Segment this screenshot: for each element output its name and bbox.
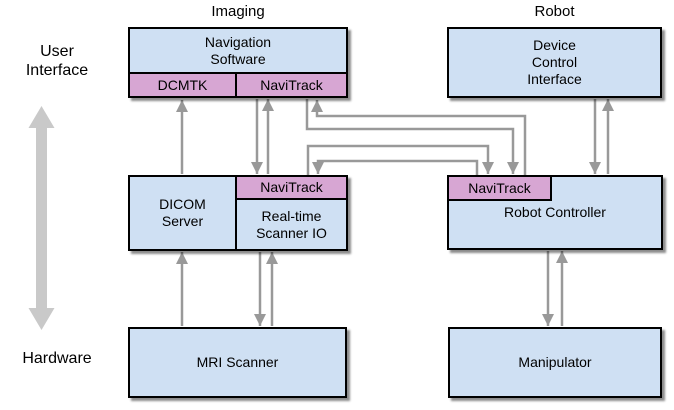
box-device-control-interface: Device Control Interface [447, 27, 662, 98]
subbox-dcmtk: DCMTK [130, 74, 237, 96]
column-header-imaging: Imaging [211, 3, 265, 20]
box-mri-scanner: MRI Scanner [128, 327, 347, 398]
realtime-scanner-io-text: Real-time Scanner IO [256, 207, 327, 241]
level-double-arrow-icon [28, 106, 55, 330]
subbox-navitrack-robot: NaviTrack [449, 177, 552, 201]
subbox-realtime-scanner-io: Real-time Scanner IO [237, 200, 346, 249]
navigation-software-label: Navigation Software [130, 29, 346, 72]
subbox-dicom-server: DICOM Server [130, 177, 237, 249]
side-label-user-interface-text: User Interface [25, 43, 89, 79]
box-manipulator: Manipulator [448, 327, 662, 398]
arrow-scannernt-to-robotnt [306, 144, 494, 175]
box-dicom-scanner-io: DICOM Server NaviTrack Real-time Scanner… [128, 175, 348, 251]
navigation-software-modules: DCMTK NaviTrack [130, 72, 346, 96]
arrow-navtop-to-robotnt [305, 99, 519, 174]
subbox-navitrack-imaging: NaviTrack [237, 74, 346, 96]
subbox-navitrack-scanner: NaviTrack [237, 177, 346, 200]
side-label-hardware: Hardware [22, 350, 92, 367]
navigation-software-text: Navigation Software [204, 33, 272, 67]
scanner-io-column: NaviTrack Real-time Scanner IO [237, 177, 346, 249]
box-navigation-software: Navigation Software DCMTK NaviTrack [128, 27, 348, 98]
dicom-server-text: DICOM Server [159, 196, 206, 229]
device-control-interface-text: Device Control Interface [527, 37, 582, 87]
side-label-user-interface: User Interface [2, 42, 112, 80]
arrow-robotnt-to-scannernt [312, 159, 479, 175]
mri-scanner-label: MRI Scanner [196, 354, 279, 370]
arrow-robotnt-to-navtop [311, 100, 527, 175]
manipulator-label: Manipulator [518, 354, 592, 370]
robot-controller-label: Robot Controller [504, 204, 606, 220]
box-robot-controller: NaviTrack Robot Controller [447, 175, 663, 250]
column-header-robot: Robot [534, 3, 575, 20]
